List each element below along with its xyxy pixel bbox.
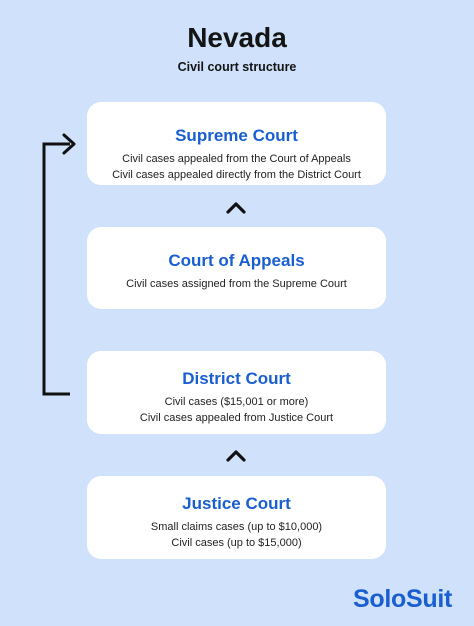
chevron-up-icon	[226, 202, 246, 214]
supreme-court-card: Supreme Court Civil cases appealed from …	[87, 102, 386, 185]
court-of-appeals-card: Court of Appeals Civil cases assigned fr…	[87, 227, 386, 309]
district-court-line-2: Civil cases appealed from Justice Court	[139, 412, 334, 424]
district-court-line-1: Civil cases ($15,001 or more)	[164, 396, 309, 408]
court-of-appeals-line-1: Civil cases assigned from the Supreme Co…	[126, 278, 347, 290]
justice-court-line-1: Small claims cases (up to $10,000)	[150, 521, 323, 533]
chevron-up-icon	[226, 450, 246, 462]
solosuit-logo: SoloSuit	[353, 585, 452, 613]
justice-court-line-2: Civil cases (up to $15,000)	[171, 537, 302, 549]
court-of-appeals-title: Court of Appeals	[168, 251, 305, 270]
district-court-title: District Court	[182, 369, 291, 388]
supreme-court-line-2: Civil cases appealed directly from the D…	[112, 169, 361, 181]
page-title: Nevada	[187, 22, 287, 53]
justice-court-card: Justice Court Small claims cases (up to …	[87, 476, 386, 559]
justice-court-title: Justice Court	[182, 494, 291, 513]
district-court-card: District Court Civil cases ($15,001 or m…	[87, 351, 386, 434]
page-subtitle: Civil court structure	[177, 60, 297, 74]
supreme-court-line-1: Civil cases appealed from the Court of A…	[122, 153, 351, 165]
bracket-arrow-icon	[42, 133, 76, 396]
supreme-court-title: Supreme Court	[175, 126, 298, 145]
